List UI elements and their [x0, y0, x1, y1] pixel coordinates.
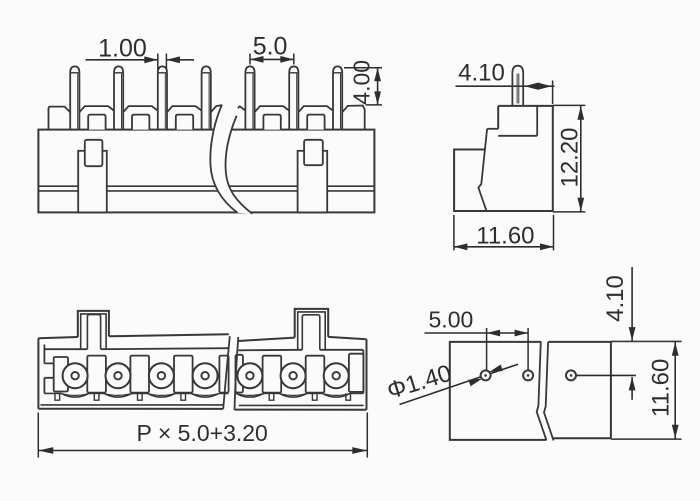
svg-text:P × 5.0+3.20: P × 5.0+3.20	[137, 420, 268, 446]
svg-text:4.00: 4.00	[349, 60, 375, 105]
svg-text:5.00: 5.00	[429, 306, 474, 332]
svg-text:1.00: 1.00	[98, 35, 147, 63]
svg-text:4.10: 4.10	[458, 59, 505, 86]
svg-text:5.0: 5.0	[253, 32, 288, 60]
svg-text:4.10: 4.10	[602, 275, 629, 322]
svg-text:12.20: 12.20	[557, 127, 584, 187]
svg-text:11.60: 11.60	[476, 222, 534, 249]
svg-text:11.60: 11.60	[648, 359, 675, 417]
